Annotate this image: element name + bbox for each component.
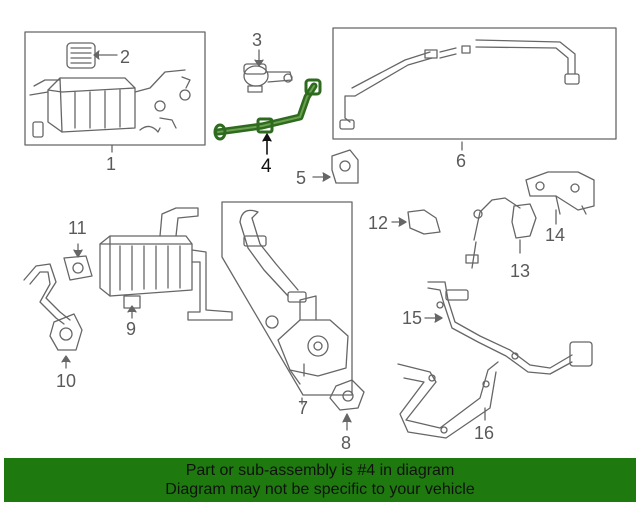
part-13-drawing[interactable] — [465, 197, 537, 269]
callout-13: 13 — [510, 261, 530, 281]
part-14-drawing[interactable] — [525, 171, 595, 225]
callout-8: 8 — [341, 433, 351, 453]
callout-16: 16 — [474, 423, 494, 443]
notice-line-1: Part or sub-assembly is #4 in diagram — [185, 462, 455, 479]
callout-14: 14 — [545, 225, 565, 245]
diagram-notice-banner: Part or sub-assembly is #4 in diagram Di… — [4, 458, 636, 502]
part-6-group[interactable] — [332, 27, 617, 151]
callout-4: 4 — [261, 156, 272, 177]
notice-line-2: Diagram may not be specific to your vehi… — [165, 481, 475, 498]
callout-11: 11 — [68, 218, 87, 238]
callout-15: 15 — [402, 308, 422, 328]
part-6-box — [332, 27, 617, 140]
part-9-drawing[interactable] — [99, 207, 233, 321]
part-4-drawing[interactable] — [213, 78, 322, 155]
part-5-drawing[interactable] — [312, 149, 359, 184]
part-7-box — [221, 201, 353, 396]
part-10-drawing[interactable] — [23, 263, 83, 369]
part-1-box — [24, 31, 206, 146]
exploded-parts-diagram: 2 1 3 4 5 6 7 8 9 10 11 12 13 14 15 16 — [23, 27, 617, 453]
part-1-group[interactable] — [24, 31, 206, 153]
callout-3: 3 — [252, 30, 262, 50]
part-2-drawing — [66, 42, 96, 69]
part-11-drawing[interactable] — [63, 243, 93, 281]
callout-9: 9 — [126, 319, 136, 339]
callout-2: 2 — [120, 47, 130, 67]
part-15-drawing[interactable] — [424, 281, 593, 375]
part-8-drawing[interactable] — [329, 379, 365, 431]
callout-7: 7 — [298, 398, 308, 418]
callout-12: 12 — [368, 213, 388, 233]
callout-10: 10 — [56, 371, 76, 391]
part-16-drawing[interactable] — [397, 361, 499, 439]
callout-1: 1 — [106, 154, 116, 174]
callout-6: 6 — [456, 151, 466, 171]
part-12-drawing[interactable] — [391, 209, 441, 235]
part-7-group[interactable] — [221, 201, 353, 405]
part-3-drawing[interactable] — [243, 49, 293, 93]
callout-5: 5 — [296, 168, 306, 188]
